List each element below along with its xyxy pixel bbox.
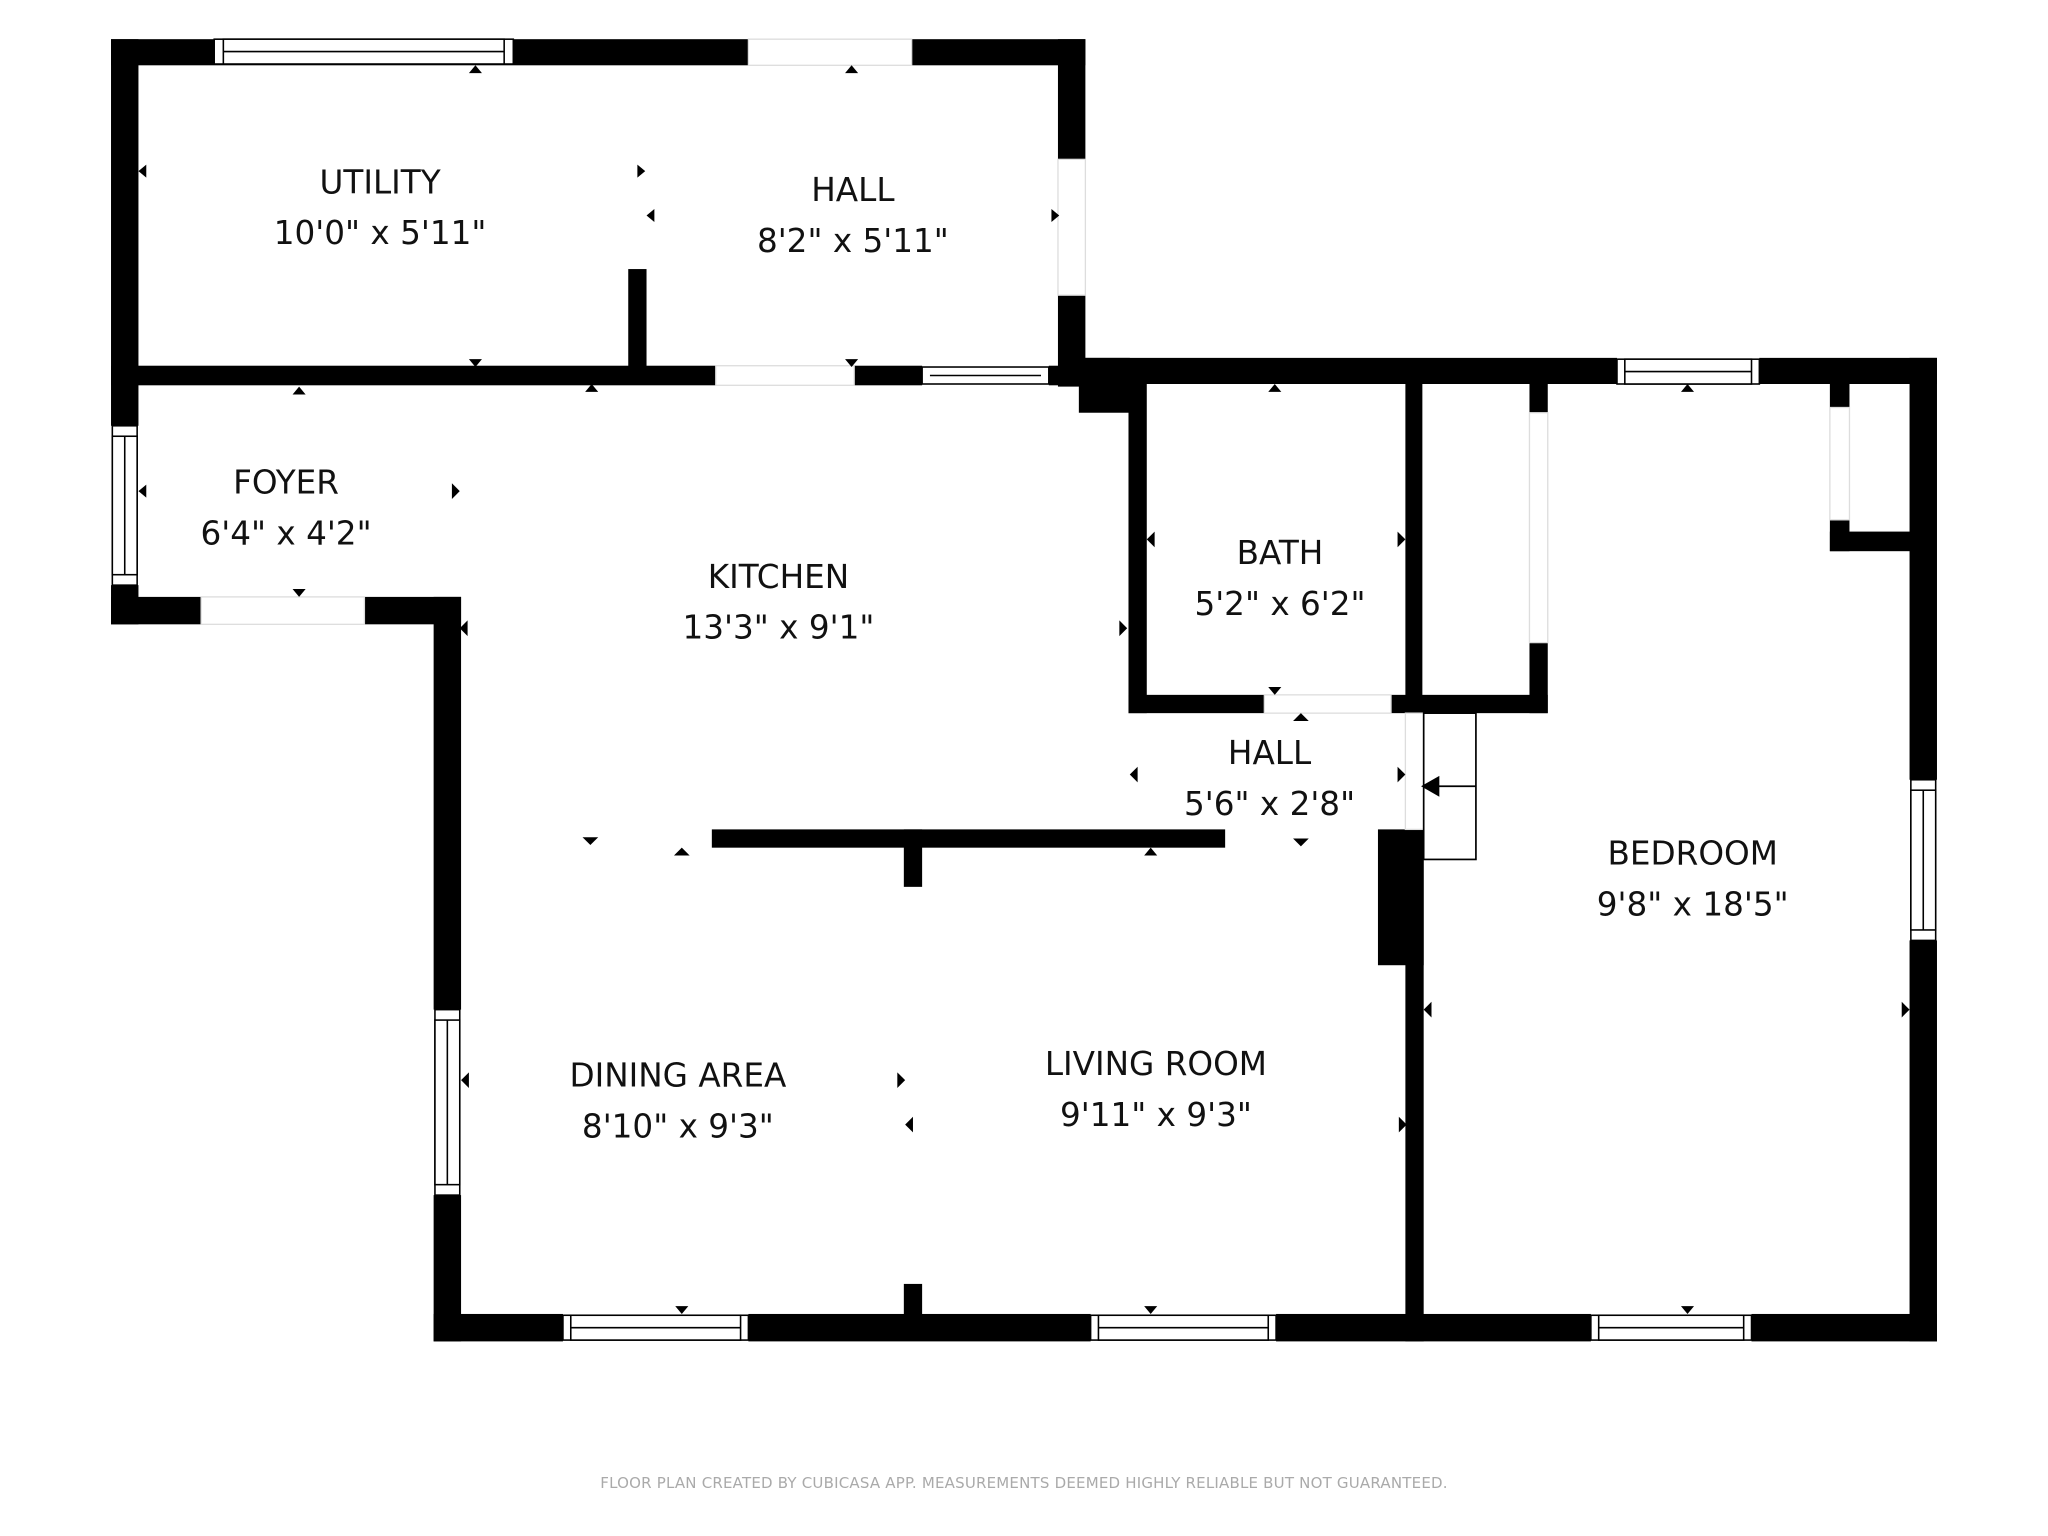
room-name: BATH <box>1237 534 1324 572</box>
room-bedroom: BEDROOM 9'8" x 18'5" <box>1597 835 1789 924</box>
room-name: LIVING ROOM <box>1045 1045 1267 1083</box>
room-name: DINING AREA <box>569 1057 787 1095</box>
room-hall-lower: HALL 5'6" x 2'8" <box>1184 734 1355 823</box>
window-bedroom-top <box>1616 358 1761 385</box>
room-hall-upper: HALL 8'2" x 5'11" <box>757 171 949 260</box>
openings <box>200 38 1851 861</box>
opening-closet <box>1829 406 1851 521</box>
room-foyer: FOYER 6'4" x 4'2" <box>200 464 371 553</box>
room-dining-area: DINING AREA 8'10" x 9'3" <box>569 1057 787 1146</box>
opening-hall-top <box>747 38 913 66</box>
room-name: KITCHEN <box>708 558 849 596</box>
window-living-bottom <box>1089 1314 1277 1341</box>
opening-bath-door <box>1263 694 1392 714</box>
room-name: HALL <box>811 171 895 209</box>
room-dimensions: 5'2" x 6'2" <box>1194 585 1365 623</box>
room-name: UTILITY <box>320 163 441 201</box>
opening-foyer-bottom <box>200 596 366 625</box>
window-bedroom-bottom <box>1590 1314 1753 1341</box>
opening-hall-right <box>1057 158 1087 296</box>
door-arrow-icon <box>1421 775 1440 797</box>
room-dimensions: 9'11" x 9'3" <box>1060 1096 1252 1134</box>
room-dimensions: 13'3" x 9'1" <box>683 609 875 647</box>
room-name: FOYER <box>233 464 339 502</box>
room-utility: UTILITY 10'0" x 5'11" <box>274 163 487 252</box>
opening-bedroom-closet <box>1528 412 1549 644</box>
opening-bedroom-door <box>1404 712 1425 831</box>
window-bedroom-right <box>1910 778 1937 942</box>
room-bath: BATH 5'2" x 6'2" <box>1194 534 1365 623</box>
window-hall-bottom <box>921 366 1050 385</box>
window-foyer-left <box>111 425 138 586</box>
window-utility-top <box>213 38 515 65</box>
room-living-room: LIVING ROOM 9'11" x 9'3" <box>1045 1045 1267 1134</box>
room-dimensions: 6'4" x 4'2" <box>200 515 371 553</box>
dimension-markers <box>138 65 1910 1314</box>
room-kitchen: KITCHEN 13'3" x 9'1" <box>683 558 875 647</box>
window-dining-left <box>434 1008 461 1196</box>
room-name: HALL <box>1228 734 1312 772</box>
room-dimensions: 8'2" x 5'11" <box>757 222 949 260</box>
room-dimensions: 9'8" x 18'5" <box>1597 886 1789 924</box>
room-dimensions: 8'10" x 9'3" <box>582 1108 774 1146</box>
opening-hall-kitchen <box>715 365 855 386</box>
room-dimensions: 10'0" x 5'11" <box>274 214 487 252</box>
window-dining-bottom <box>562 1314 750 1341</box>
room-name: BEDROOM <box>1608 835 1778 873</box>
walls <box>111 39 1937 1342</box>
room-dimensions: 5'6" x 2'8" <box>1184 785 1355 823</box>
disclaimer-footer: FLOOR PLAN CREATED BY CUBICASA APP. MEAS… <box>600 1474 1448 1492</box>
windows <box>111 38 1937 1341</box>
